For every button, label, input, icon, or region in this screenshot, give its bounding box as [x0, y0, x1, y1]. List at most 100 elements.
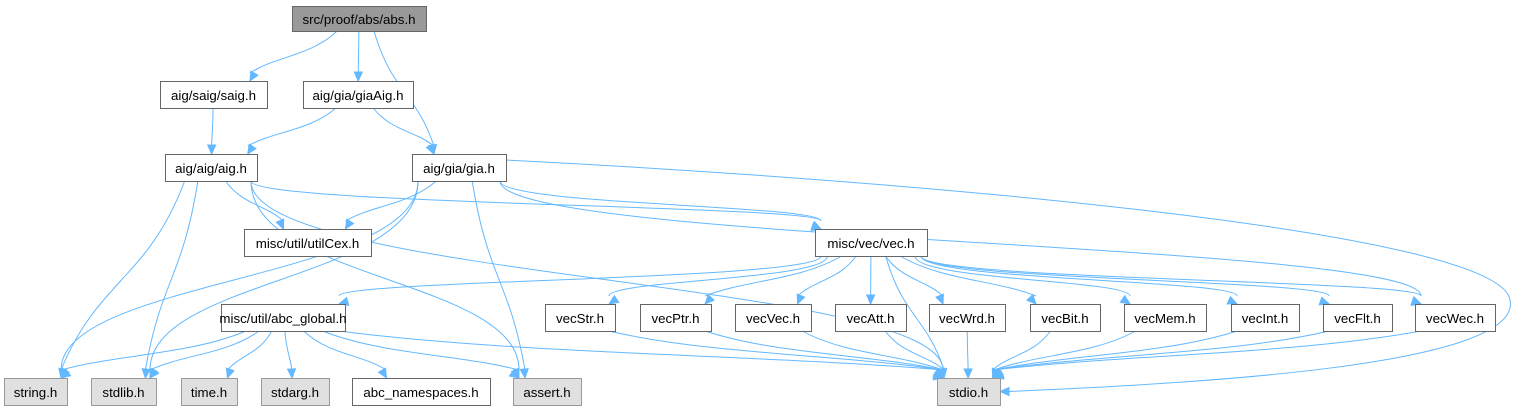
node-box — [292, 6, 427, 32]
node-vec[interactable]: misc/vec/vec.h — [815, 229, 928, 257]
edge-abc_global-to-time — [225, 330, 273, 380]
node-label: misc/vec/vec.h — [827, 236, 914, 251]
node-box — [412, 154, 507, 182]
edge-saig-to-aig — [206, 107, 217, 156]
edge-vec-to-vecMem — [914, 255, 1132, 305]
node-vecBit[interactable]: vecBit.h — [1030, 304, 1101, 332]
node-box — [835, 304, 907, 332]
edge-gia-to-string — [60, 180, 419, 380]
node-label: vecAtt.h — [846, 311, 894, 326]
edge-gia-to-assert — [471, 180, 529, 380]
edge-abs-to-saig — [249, 30, 338, 83]
edge-abs-to-giaAig — [353, 30, 364, 83]
node-vecWrd[interactable]: vecWrd.h — [929, 304, 1006, 332]
node-label: time.h — [191, 385, 227, 400]
edge-vec-to-vecAtt — [865, 255, 876, 306]
node-abc_namespaces[interactable]: abc_namespaces.h — [352, 378, 491, 406]
node-box — [352, 378, 491, 406]
edge-abc_global-to-stdio — [338, 330, 945, 381]
node-label: vecWrd.h — [939, 311, 995, 326]
node-box — [545, 304, 616, 332]
node-label: vecStr.h — [556, 311, 604, 326]
edge-vecVec-to-stdio — [802, 330, 944, 379]
edge-giaAig-to-gia — [372, 107, 435, 156]
edge-gia-to-vecWec — [499, 180, 1423, 305]
node-giaAig[interactable]: aig/gia/giaAig.h — [303, 81, 414, 109]
node-box — [1323, 304, 1393, 332]
edge-aig-to-assert — [250, 180, 520, 380]
node-label: aig/saig/saig.h — [171, 88, 256, 103]
node-label: stdio.h — [949, 385, 988, 400]
node-label: vecInt.h — [1242, 311, 1289, 326]
node-stdio: stdio.h — [937, 378, 1001, 406]
node-assert: assert.h — [513, 378, 582, 406]
node-vecStr[interactable]: vecStr.h — [545, 304, 616, 332]
edge-giaAig-to-aig — [247, 107, 337, 156]
edge-vec-to-vecBit — [899, 255, 1037, 305]
edge-aig-to-string — [58, 180, 186, 380]
edge-gia-to-stdio — [505, 159, 1511, 397]
node-box — [181, 378, 238, 406]
node-vecVec[interactable]: vecVec.h — [735, 304, 812, 332]
edge-gia-to-vec — [499, 180, 823, 230]
node-vecMem[interactable]: vecMem.h — [1124, 304, 1207, 332]
node-label: vecVec.h — [746, 311, 800, 326]
node-label: vecBit.h — [1041, 311, 1088, 326]
node-label: vecMem.h — [1134, 311, 1195, 326]
node-box — [303, 81, 414, 109]
node-stdlib: stdlib.h — [91, 378, 157, 406]
edge-abc_global-to-assert — [322, 330, 521, 379]
node-box — [1030, 304, 1101, 332]
node-box — [513, 378, 582, 406]
node-box — [91, 378, 157, 406]
edge-vec-to-vecPtr — [704, 255, 842, 305]
node-box — [1415, 304, 1496, 332]
node-label: aig/gia/gia.h — [423, 161, 495, 176]
node-box — [165, 154, 258, 182]
edge-vec-to-vecStr — [607, 255, 828, 305]
node-label: abc_namespaces.h — [363, 385, 478, 400]
node-vecAtt[interactable]: vecAtt.h — [835, 304, 907, 332]
edge-gia-to-utilCex — [344, 180, 437, 231]
node-gia[interactable]: aig/gia/gia.h — [412, 154, 507, 182]
edge-aig-to-vec — [250, 180, 823, 232]
edge-abc_global-to-stdarg — [284, 330, 297, 380]
node-label: src/proof/abs/abs.h — [302, 12, 415, 27]
node-vecInt[interactable]: vecInt.h — [1231, 304, 1300, 332]
node-stdarg: stdarg.h — [261, 378, 330, 406]
node-box — [929, 304, 1006, 332]
node-aig[interactable]: aig/aig/aig.h — [165, 154, 258, 182]
edge-vecAtt-to-stdio — [884, 330, 945, 380]
node-abc_global[interactable]: misc/util/abc_global.h — [219, 304, 347, 332]
edge-vecInt-to-stdio — [992, 330, 1238, 379]
node-box — [221, 304, 346, 332]
edge-vecPtr-to-stdio — [704, 330, 945, 379]
edge-abc_global-to-string — [60, 330, 247, 379]
node-label: misc/util/utilCex.h — [256, 236, 359, 251]
node-label: aig/aig/aig.h — [175, 161, 247, 176]
node-box — [4, 378, 68, 406]
edge-vec-to-vecWec — [920, 255, 1423, 306]
node-box — [244, 229, 372, 257]
edge-aig-to-stdlib — [141, 180, 199, 380]
edges-layer — [58, 30, 1511, 397]
node-saig[interactable]: aig/saig/saig.h — [160, 81, 268, 109]
node-label: vecFlt.h — [1334, 311, 1381, 326]
node-box — [815, 229, 928, 257]
node-label: string.h — [14, 385, 58, 400]
node-vecPtr[interactable]: vecPtr.h — [640, 304, 712, 332]
edge-vec-to-abc_global — [337, 255, 822, 306]
node-label: misc/util/abc_global.h — [219, 311, 346, 326]
nodes-layer: src/proof/abs/abs.h aig/saig/saig.h aig/gi… — [4, 6, 1496, 406]
edge-vec-to-vecVec — [796, 255, 857, 306]
node-vecWec[interactable]: vecWec.h — [1415, 304, 1496, 332]
node-box — [1231, 304, 1300, 332]
node-vecFlt[interactable]: vecFlt.h — [1323, 304, 1393, 332]
node-utilCex[interactable]: misc/util/utilCex.h — [244, 229, 372, 257]
node-abs[interactable]: src/proof/abs/abs.h — [292, 6, 427, 32]
edge-vec-to-vecWrd — [884, 255, 944, 306]
node-string: string.h — [4, 378, 68, 406]
edge-abc_global-to-stdlib — [149, 330, 260, 379]
node-box — [160, 81, 268, 109]
